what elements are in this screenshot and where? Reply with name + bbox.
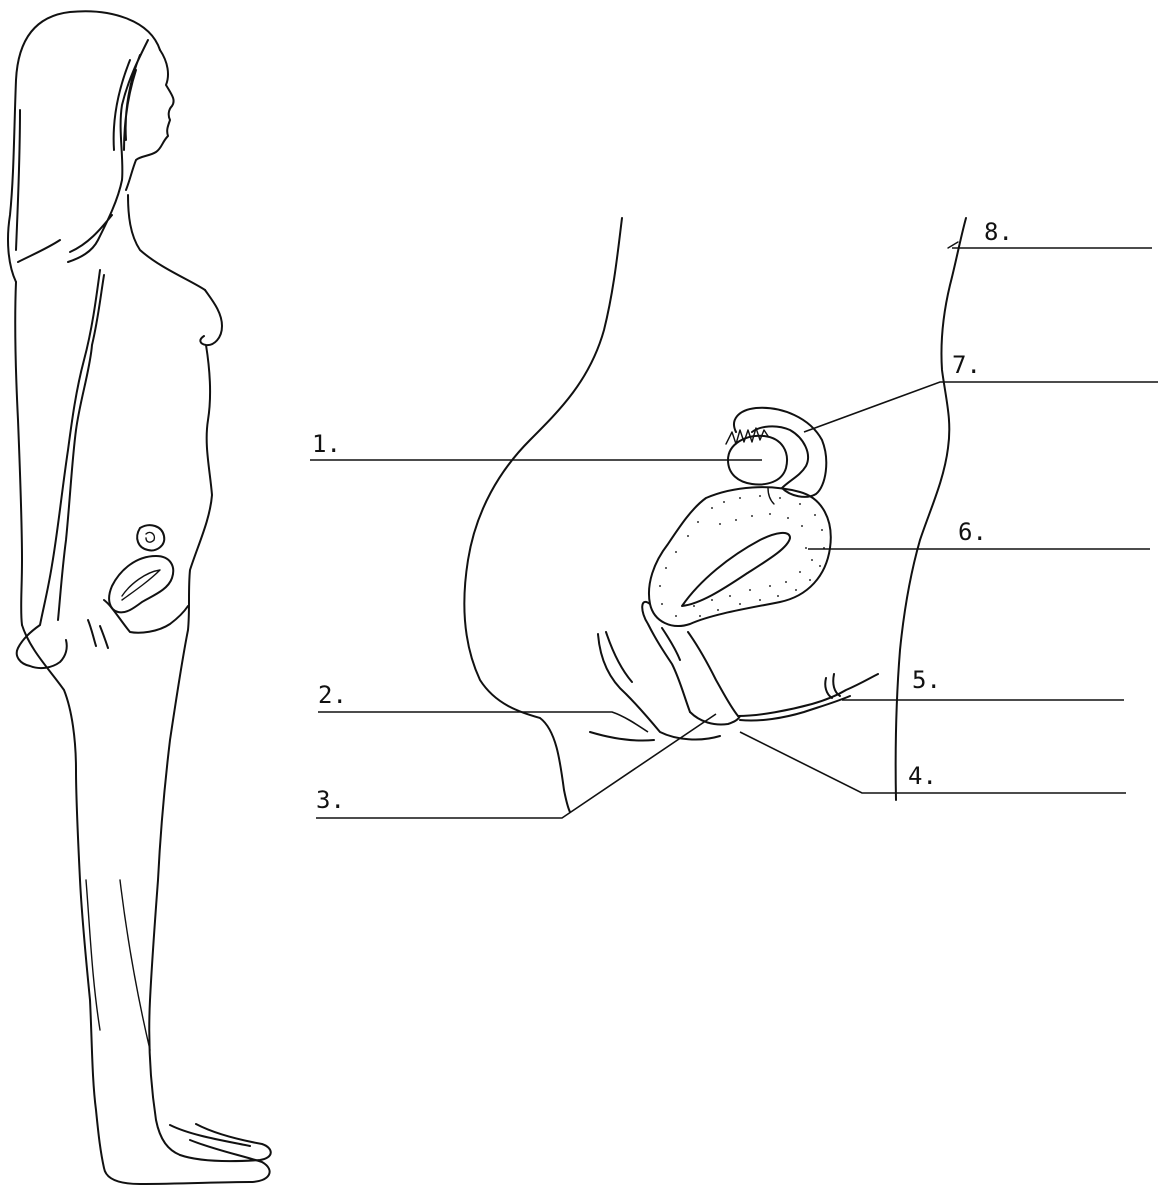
figure-inner-leg (86, 880, 150, 1050)
uterine-cavity (682, 533, 790, 606)
figure-front-torso (149, 290, 222, 1155)
uterus (649, 487, 831, 626)
leader-line-2 (318, 712, 648, 732)
label-8: 8. (984, 218, 1013, 246)
front-abdomen-outline (896, 218, 966, 800)
bladder-pubic-region (738, 674, 878, 721)
sagittal-section: 1. 2. 3. 4. 5. 6. 7. 8. (310, 218, 1158, 818)
figure-hair (8, 11, 160, 282)
label-1: 1. (312, 430, 341, 458)
cervix-vagina (642, 602, 738, 716)
label-3: 3. (316, 786, 345, 814)
label-7: 7. (952, 351, 981, 379)
figure-organ-sketch (88, 525, 188, 648)
fimbriae (726, 428, 768, 444)
ovarian-ligament (768, 488, 774, 504)
label-2: 2. (318, 681, 347, 709)
figure-foot (170, 1124, 271, 1161)
standing-female-figure (8, 11, 271, 1184)
label-4: 4. (908, 762, 937, 790)
figure-back-leg (22, 625, 270, 1184)
back-buttock-outline (464, 218, 622, 812)
uterus-stipple (659, 495, 825, 617)
figure-back (15, 195, 205, 625)
leader-line-3 (316, 714, 716, 818)
figure-arm (17, 270, 104, 668)
label-6: 6. (958, 518, 987, 546)
label-5: 5. (912, 666, 941, 694)
leader-line-7 (804, 382, 1158, 432)
navel-mark (948, 242, 958, 248)
